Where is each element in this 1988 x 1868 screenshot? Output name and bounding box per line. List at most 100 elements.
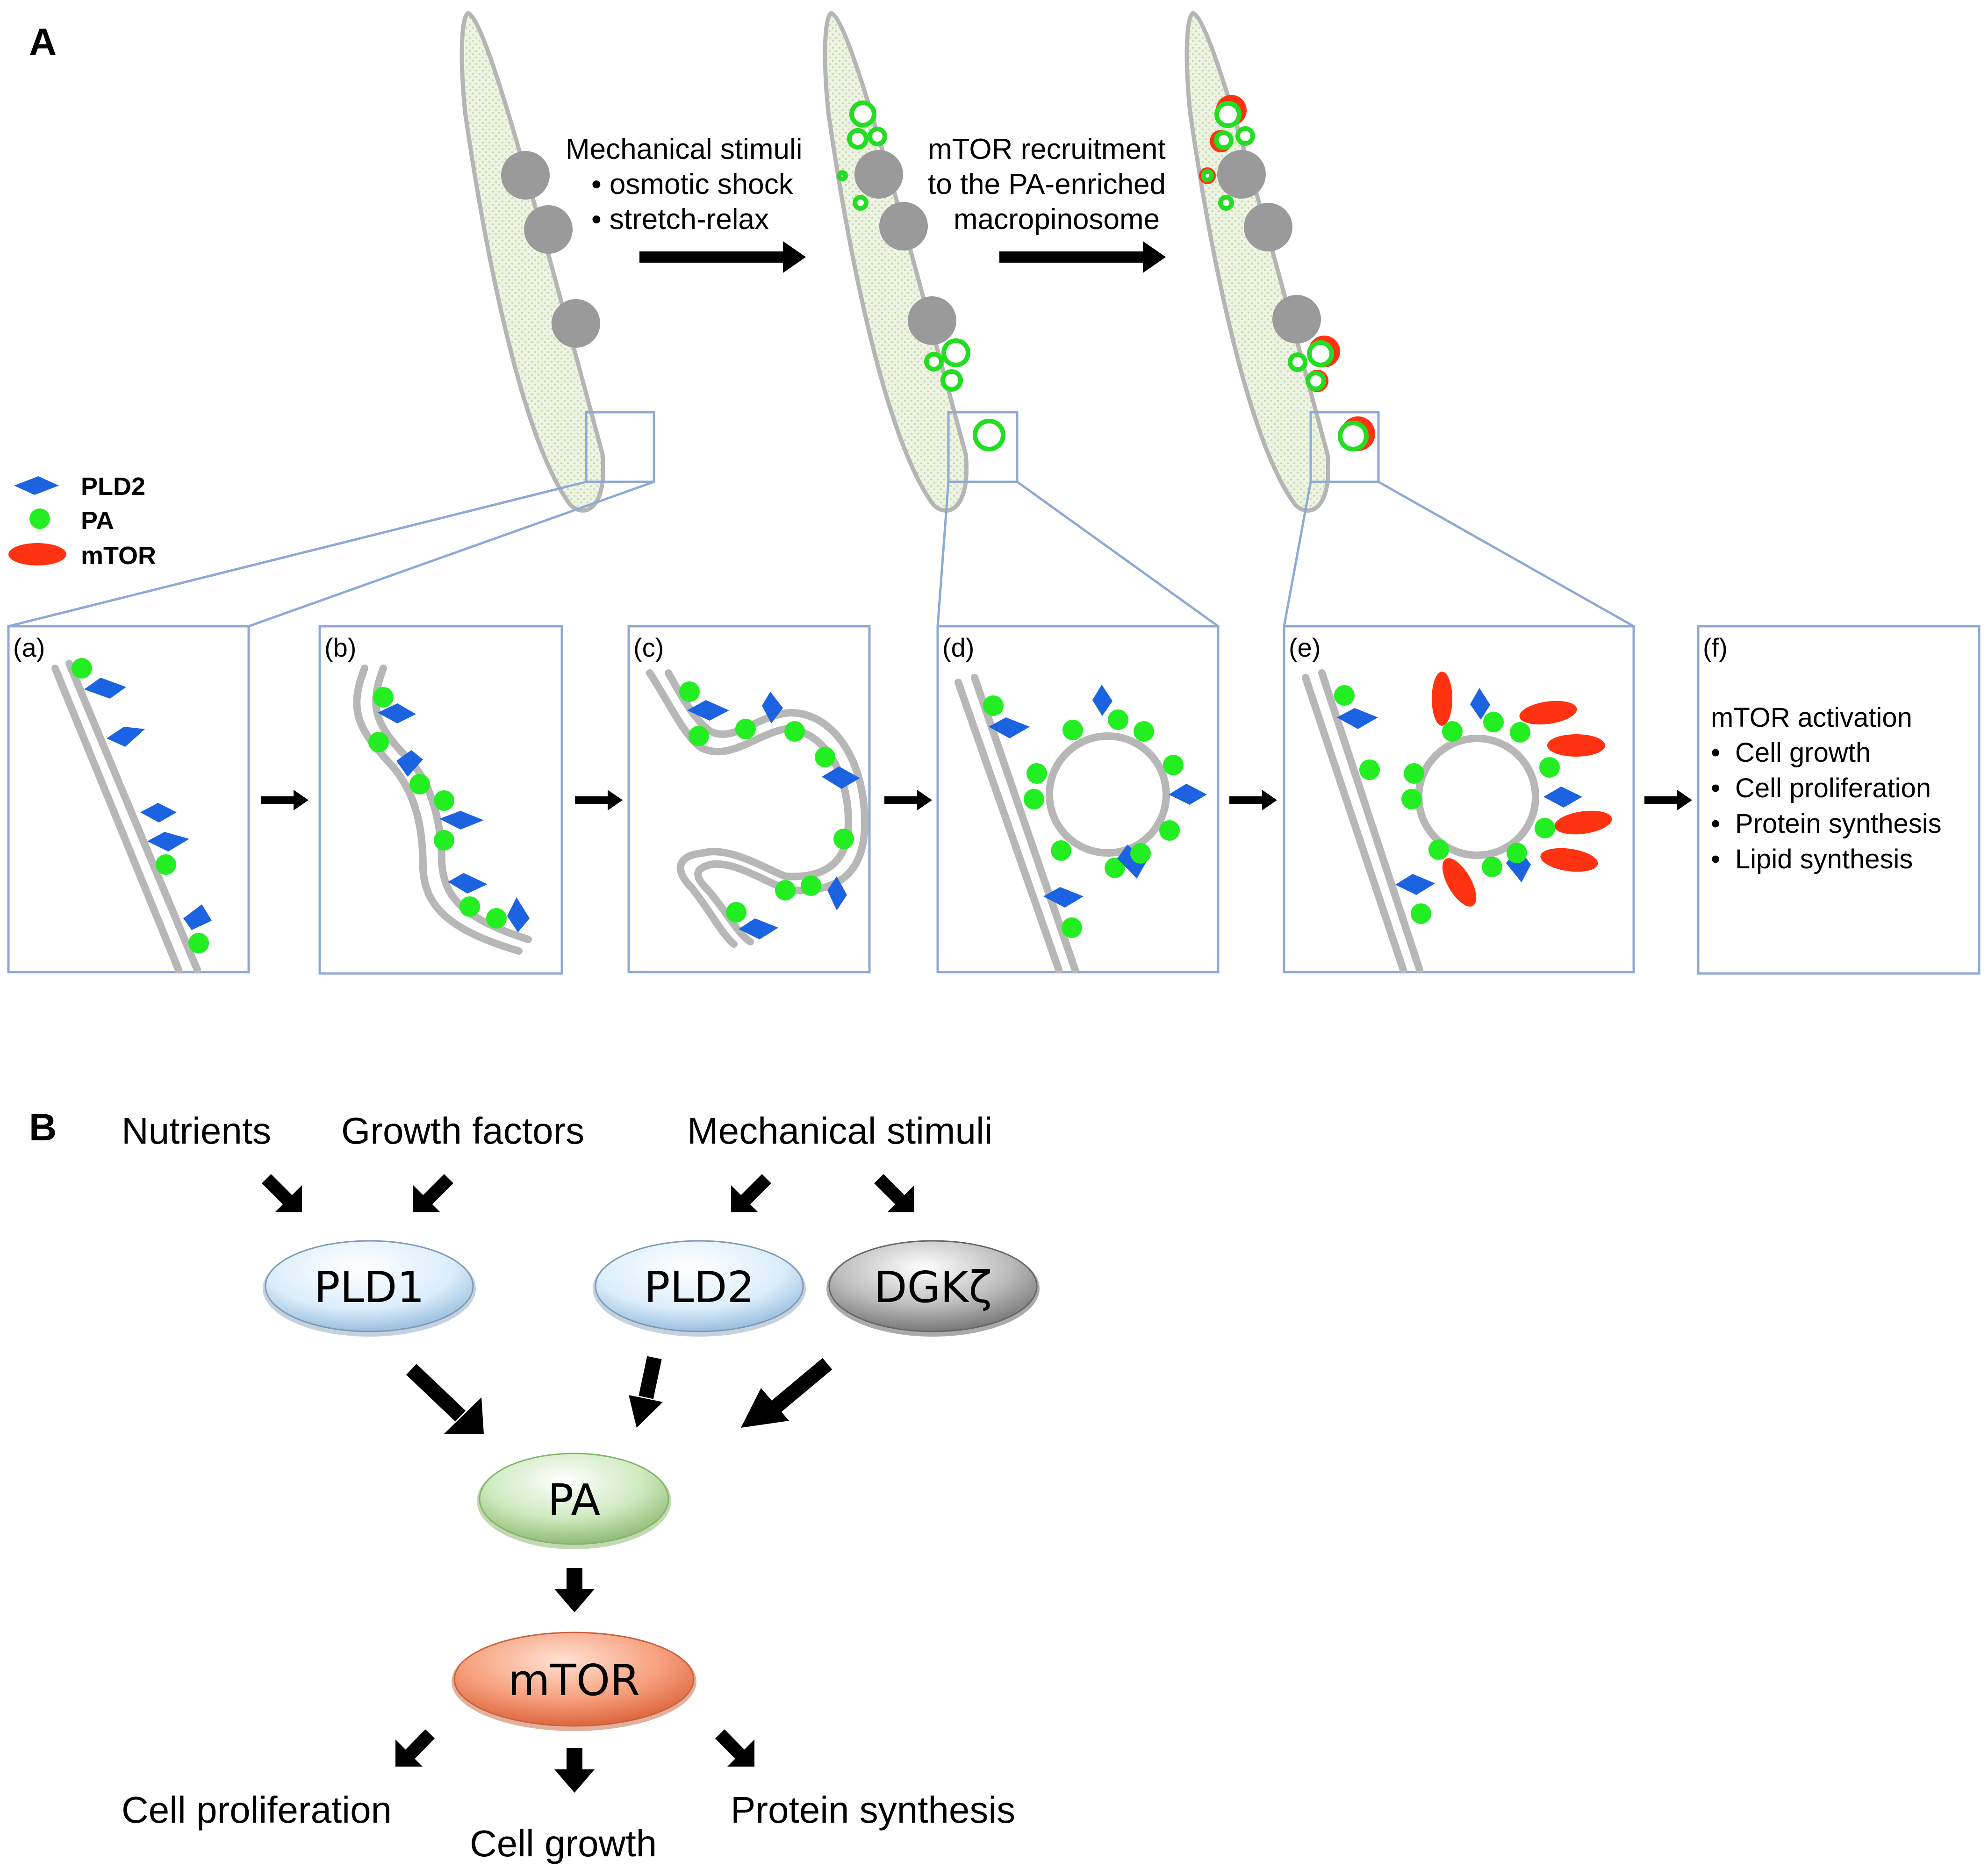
caption-line: • stretch-relax: [591, 203, 769, 236]
pld2-diamond: [762, 692, 783, 723]
node-label-mtor: mTOR: [508, 1655, 640, 1705]
mtor-molecule: [1540, 848, 1598, 872]
pld2-diamond: [1169, 784, 1207, 805]
pa-dot: [1401, 789, 1422, 809]
node-pa: PA: [477, 1453, 671, 1549]
legend-label-pld2: PLD2: [81, 472, 145, 501]
pa-dot: [784, 721, 805, 742]
pld2-diamond: [396, 750, 423, 777]
box-b: (b): [318, 625, 563, 975]
legend-label-mtor: mTOR: [81, 542, 156, 570]
pld2-diamond: [1543, 787, 1582, 808]
output-protein-synthesis: Protein synthesis: [731, 1789, 1015, 1831]
pa-dot: [1108, 709, 1128, 730]
pa-dot: [1510, 722, 1530, 743]
caption-line: • osmotic shock: [591, 168, 794, 200]
legend: PLD2 PA mTOR: [8, 472, 156, 570]
macropinosome: [940, 369, 963, 392]
step1-caption: Mechanical stimuli • osmotic shock • str…: [566, 133, 806, 273]
pld2-diamond: [1117, 845, 1146, 879]
box-f: (f) mTOR activation • Cell growth • Cell…: [1697, 625, 1981, 975]
pa-dot: [689, 726, 709, 746]
activation-item: Protein synthesis: [1735, 809, 1942, 839]
caption-line: to the PA-enriched: [928, 168, 1166, 200]
zoom-region-2: [936, 411, 1219, 628]
cell-2: [823, 11, 1005, 513]
pa-dot: [815, 747, 835, 767]
pld2-diamond: [439, 811, 484, 830]
arrow-mechanical-to-dgk: [874, 1174, 914, 1212]
pa-dot: [1163, 755, 1184, 775]
pa-dot: [679, 681, 700, 702]
pa-dot: [1024, 789, 1044, 809]
mtor-molecule: [1432, 672, 1452, 726]
sequence-arrow: [884, 790, 932, 810]
pa-dot: [1159, 820, 1180, 841]
node-pld2: PLD2: [593, 1240, 806, 1337]
pld2-diamond: [378, 703, 416, 723]
activation-item: Cell proliferation: [1735, 773, 1931, 803]
node-dgk: DGKζ: [826, 1240, 1040, 1337]
pld2-diamond: [107, 727, 145, 747]
pa-dot: [1442, 721, 1463, 742]
pld2-diamond: [1395, 874, 1435, 895]
caption-line: mTOR recruitment: [928, 133, 1166, 165]
pa-dot: [459, 896, 480, 917]
plasma-membrane: [1318, 669, 1423, 973]
pld2-diamond: [1043, 887, 1084, 908]
box-label: (a): [13, 633, 45, 662]
nucleus: [501, 151, 550, 200]
pa-dot: [1051, 840, 1071, 861]
macropinosome: [853, 195, 868, 211]
pld2-diamond: [822, 766, 860, 789]
box-d: (d): [936, 625, 1220, 973]
step2-arrow: [999, 241, 1166, 273]
arrow-mtor-to-protein-synthesis: [715, 1729, 754, 1767]
pld2-diamond: [507, 897, 530, 932]
output-cell-proliferation: Cell proliferation: [122, 1789, 392, 1831]
pa-dot: [486, 908, 507, 929]
box-a: (a): [7, 625, 250, 973]
pa-dot: [735, 719, 756, 739]
box-label: (d): [942, 633, 974, 662]
mtor-molecule: [1547, 734, 1605, 757]
node-label-dgk: DGKζ: [874, 1262, 992, 1312]
pld2-diamond: [827, 876, 847, 910]
macropinosome: [924, 352, 944, 372]
pa-dot: [983, 695, 1004, 716]
caption-line: macropinosome: [954, 203, 1160, 236]
node-label-pa: PA: [548, 1475, 601, 1525]
activation-item: Cell growth: [1735, 737, 1871, 768]
pld2-diamond: [448, 873, 488, 894]
nucleus: [1272, 295, 1321, 344]
plasma-membrane: [65, 660, 201, 973]
pa-dot: [373, 687, 394, 708]
pa-dot: [409, 774, 430, 794]
box-e: (e): [1283, 625, 1635, 973]
mtor-molecule: [1554, 810, 1612, 835]
macropinosome: [1306, 371, 1326, 391]
nucleus: [1217, 150, 1266, 199]
nucleus: [524, 205, 573, 254]
panel-a-label: A: [29, 21, 57, 64]
arrow-growth-factors-to-pld1: [413, 1174, 453, 1212]
nucleus: [908, 296, 956, 345]
step1-arrow: [639, 241, 806, 273]
pld2-diamond: [1092, 685, 1112, 716]
arrow-nutrients-to-pld1: [262, 1174, 302, 1212]
pa-dot: [726, 902, 746, 923]
nucleus: [854, 150, 903, 199]
pa-dot: [1134, 721, 1154, 742]
activation-item: Lipid synthesis: [1735, 844, 1913, 874]
macropinosome-membrane: [1046, 732, 1170, 857]
node-label-pld2: PLD2: [644, 1262, 754, 1312]
pa-dot: [1483, 712, 1504, 732]
pa-dot: [1359, 759, 1380, 780]
mtor-molecule: [1442, 858, 1477, 907]
input-mechanical-stimuli: Mechanical stimuli: [687, 1110, 993, 1152]
macropinosome: [1218, 195, 1234, 211]
arrow-mtor-to-cell-proliferation: [395, 1729, 435, 1767]
macropinosome: [941, 338, 970, 367]
pa-dot: [1404, 763, 1424, 784]
